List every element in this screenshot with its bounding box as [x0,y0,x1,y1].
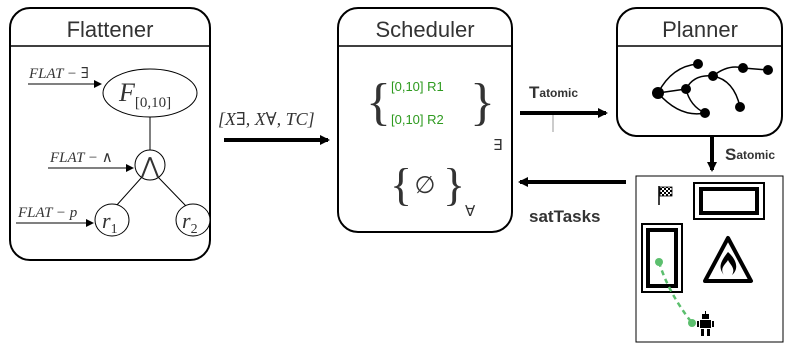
environment-map [635,175,784,343]
planner-block: Planner [616,7,783,137]
planner-graph-nodes [652,59,773,118]
formula-root-subscript: [0,10] [135,95,171,111]
trajectory-start-point [655,258,663,266]
scheduler-title: Scheduler [375,17,474,42]
forall-set-open-brace: { [390,159,412,210]
forall-set-close-brace: } [443,159,465,210]
fire-warning-icon [703,236,753,283]
formula-root-node [102,68,198,118]
planner-to-environment-link: Satomic [707,136,775,172]
rule-flat-exists-label: FLAT − ∃ [28,66,89,82]
flattener-to-scheduler-link: [X∃, X∀, TC] [218,109,330,145]
atomic-solution-label: Satomic [725,145,775,164]
checkered-flag-icon [658,186,673,205]
scheduled-task-2: [0,10] R2 [391,112,444,127]
exists-set-subscript: ∃ [493,137,502,154]
and-node-label: ⋀ [140,153,160,178]
forall-empty-set: ∅ [415,173,436,199]
planner-title: Planner [662,17,738,42]
flattener-title: Flattener [67,17,154,42]
leaf-node-r1-label: r1 [102,208,118,237]
leaf-node-r2-label: r2 [182,208,198,237]
rule-flat-p-label: FLAT − p [17,205,78,221]
room-region-left [641,223,683,293]
trajectory-end-point [688,319,696,327]
exists-set-open-brace: { [366,74,391,131]
leaf-node-r1 [94,203,130,237]
forall-set-subscript: ∀ [465,203,476,220]
environment-to-scheduler-link: satTasks [518,177,626,226]
flattener-output-label: [X∃, X∀, TC] [218,109,315,129]
flattener-block: Flattener F[0,10] ⋀ r1 r2 FLAT − ∃ FLAT … [9,7,211,261]
and-node [134,149,166,181]
scheduled-task-1: [0,10] R1 [391,79,444,94]
leaf-node-r2 [175,203,211,237]
formula-root-label: F[0,10] [118,78,171,111]
satisfied-tasks-label: satTasks [529,207,601,226]
atomic-tasks-label: Tatomic [529,83,578,102]
scheduler-box [337,7,513,233]
tree-edge-and-leaf1 [115,176,143,207]
room-region-top-right [693,182,765,220]
scheduler-to-planner-link: Tatomic [520,83,608,132]
exists-set-close-brace: } [470,74,495,131]
robot-icon [697,311,714,336]
rule-flat-and-label: FLAT − ∧ [49,150,113,166]
tree-edge-and-leaf2 [157,176,187,207]
scheduler-block: Scheduler { [0,10] R1 [0,10] R2 } ∃ { ∅ … [337,7,513,233]
